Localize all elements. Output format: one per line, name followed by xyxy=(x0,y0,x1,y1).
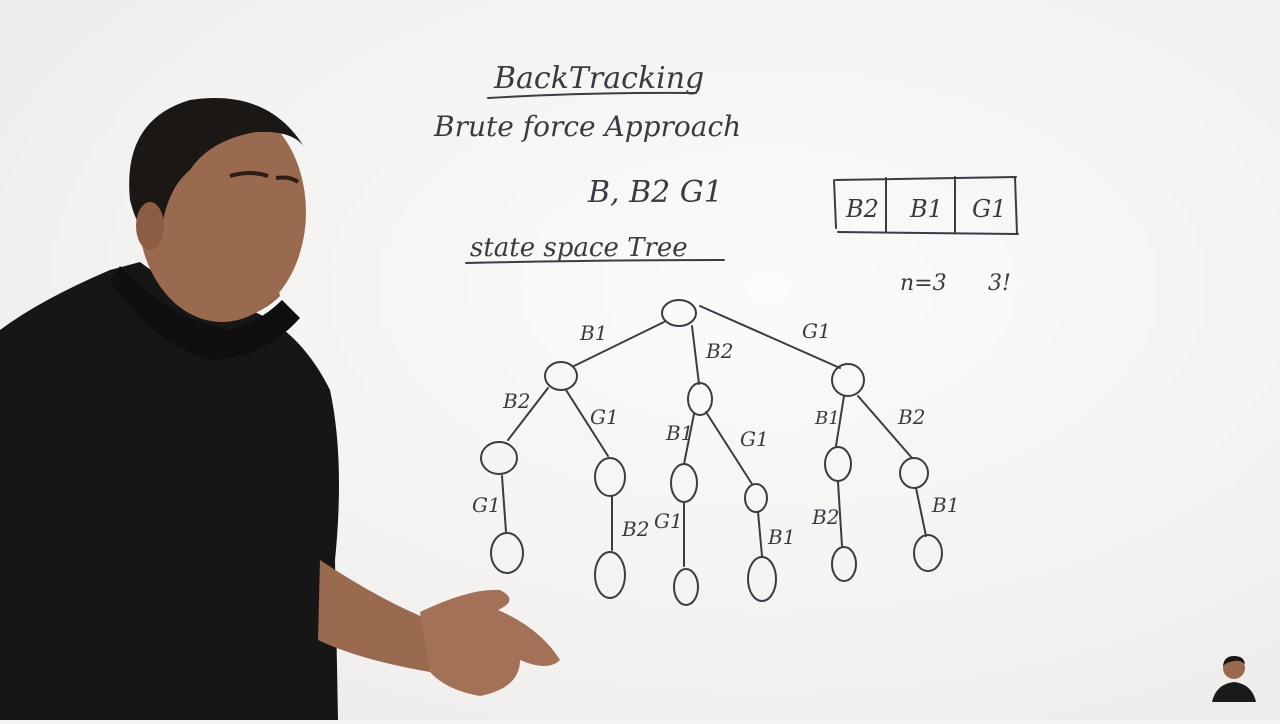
edge-label: B1 xyxy=(579,321,607,345)
arrangement-boxes: B2 B1 G1 xyxy=(833,176,1019,235)
tree-node xyxy=(899,457,929,489)
tree-edges xyxy=(501,305,927,567)
title-underline xyxy=(487,91,697,99)
edge-label: G1 xyxy=(590,405,619,429)
title-text: BackTracking xyxy=(493,61,704,96)
edge-label: B1 xyxy=(767,525,795,549)
section-heading: state space Tree xyxy=(470,233,688,263)
tree-node xyxy=(831,363,865,397)
tree-node-root xyxy=(661,299,697,327)
tree-node xyxy=(744,483,768,513)
tree-node xyxy=(831,546,857,582)
tree-node xyxy=(480,441,518,475)
edge-label: B1 xyxy=(814,408,840,429)
edge-label: G1 xyxy=(472,493,501,517)
tree-node xyxy=(594,551,626,599)
n-label: n=3 xyxy=(900,271,947,296)
edge-label: B1 xyxy=(665,421,693,445)
factorial-label: 3! xyxy=(988,271,1011,296)
edge-label: G1 xyxy=(654,509,683,533)
channel-avatar xyxy=(1212,656,1256,702)
box-3-label: G1 xyxy=(972,195,1006,223)
items-text: B, B2 G1 xyxy=(587,175,723,210)
edge-label: B2 xyxy=(705,339,733,363)
tree-node xyxy=(687,382,713,416)
tree-node xyxy=(670,463,698,503)
tree-node xyxy=(544,361,578,391)
tree-node xyxy=(594,457,626,497)
section-underline xyxy=(465,259,725,264)
box-2-label: B1 xyxy=(909,195,943,223)
edge-label: B2 xyxy=(502,389,530,413)
edge-label: B2 xyxy=(621,517,649,541)
tree-node xyxy=(824,446,852,482)
tree-nodes xyxy=(480,299,943,606)
subtitle-text: Brute force Approach xyxy=(433,110,741,143)
edge-label: G1 xyxy=(802,319,831,343)
edge-label: B2 xyxy=(811,505,839,529)
edge-label: B1 xyxy=(931,493,959,517)
tree-edge-labels: B1 B2 G1 B2 G1 B1 G1 B1 B2 G1 B2 G1 B1 B… xyxy=(472,319,959,549)
edge-label: B2 xyxy=(897,405,925,429)
edge-label: G1 xyxy=(740,427,769,451)
tree-node xyxy=(913,534,943,572)
box-1-label: B2 xyxy=(845,195,879,223)
tree-node xyxy=(490,532,524,574)
tree-node xyxy=(747,556,777,602)
tree-node xyxy=(673,568,699,606)
